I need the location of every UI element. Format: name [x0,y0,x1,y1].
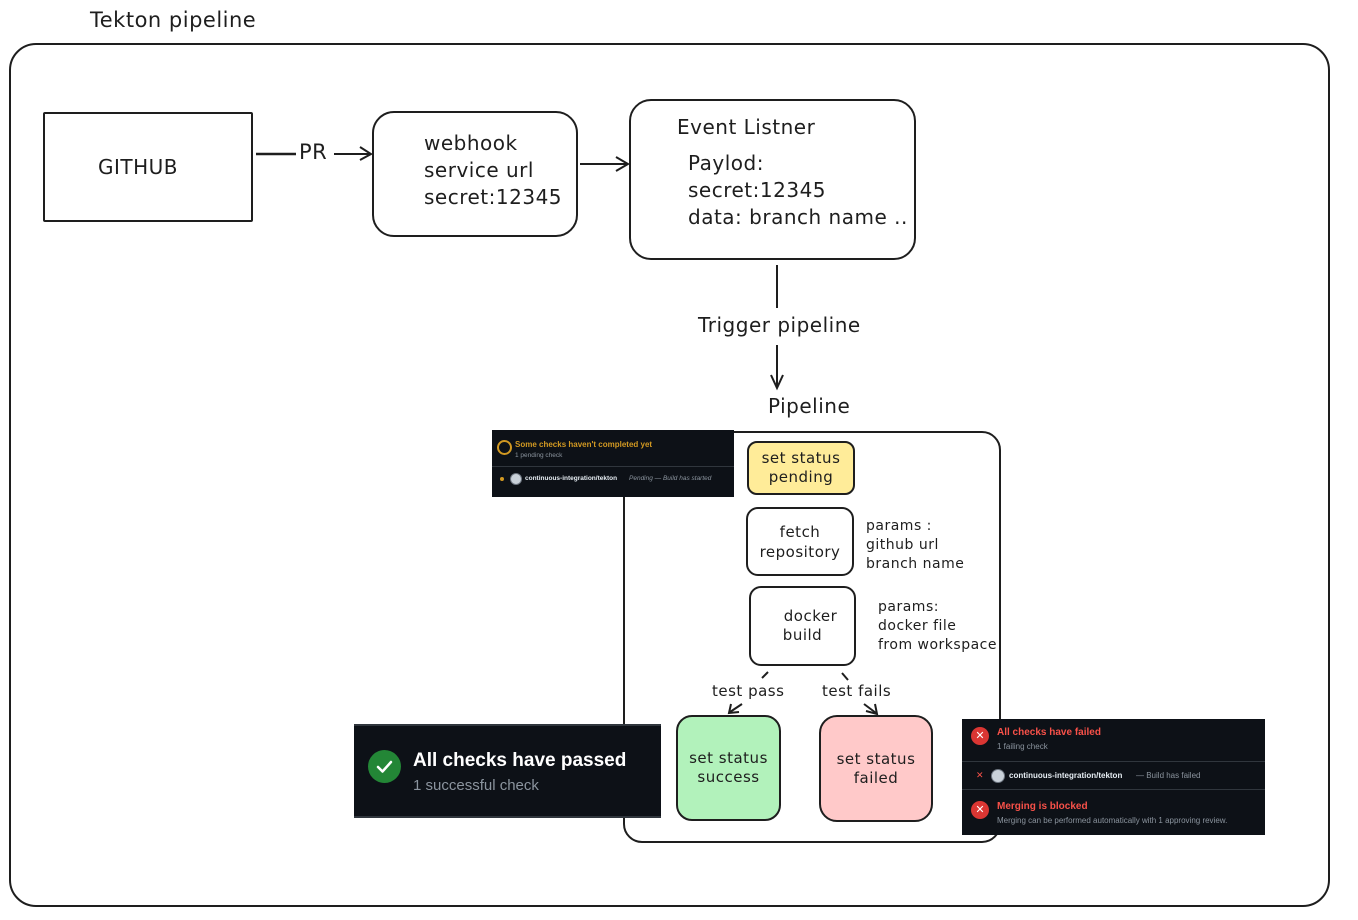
step-docker-build: docker build [749,586,856,666]
step-failed-line-1: set status [836,749,916,768]
pipeline-frame [623,431,1001,843]
gh-passed-subtitle: 1 successful check [413,777,539,794]
gh-failed-check-status: — Build has failed [1136,771,1201,780]
step-set-status-success: set status success [676,715,781,821]
step-docker-line-2: build [782,626,823,644]
webhook-box: webhook service url secret:12345 [372,111,578,237]
gh-pending-title: Some checks haven't completed yet [515,440,653,449]
check-failed-x-icon: ✕ [976,770,984,780]
gh-failed-divider-2 [962,789,1265,790]
blocked-x-icon: ✕ [971,801,989,819]
pending-ring-icon [497,440,512,455]
fetch-params-line-2: github url [866,537,939,553]
fetch-params-line-3: branch name [866,556,965,572]
avatar [510,473,522,485]
github-box: GITHUB [43,112,253,222]
event-listener-line-2: secret:12345 [688,178,827,202]
step-failed-line-2: failed [853,768,899,787]
gh-blocked-subtitle: Merging can be performed automatically w… [997,816,1228,825]
step-fetch-line-1: fetch [779,522,821,541]
gh-blocked-title: Merging is blocked [997,801,1088,812]
step-fetch-repository: fetch repository [746,507,854,576]
gh-pending-divider [492,466,734,467]
avatar [991,769,1005,783]
pending-dot-icon [500,477,504,481]
checkmark-icon [376,760,393,773]
step-success-line-2: success [697,768,760,786]
gh-pending-panel: Some checks haven't completed yet 1 pend… [492,430,734,497]
gh-passed-title: All checks have passed [413,750,627,771]
gh-failed-title: All checks have failed [997,727,1101,738]
outer-frame [9,43,1330,907]
diagram-title: Tekton pipeline [90,8,257,32]
docker-params-line-1: params: [878,599,939,615]
step-set-status-pending: set status pending [747,441,855,495]
step-pending-line-1: set status [761,449,841,467]
gh-failed-check-name[interactable]: continuous-integration/tekton [1009,771,1123,780]
fetch-params-line-1: params : [866,518,932,534]
event-listener-line-3: data: branch name .. [688,205,908,229]
docker-params: params: docker file from workspace [878,598,997,655]
testpass-success-arrow [729,703,743,713]
step-success-line-1: set status [689,749,768,767]
docker-testpass-line [761,671,769,679]
check-circle-icon [368,750,401,783]
event-listener-box: Event Listner Paylod: secret:12345 data:… [629,99,916,260]
github-label: GITHUB [97,155,178,179]
gh-failed-subtitle: 1 failing check [997,742,1048,751]
pipeline-label: Pipeline [768,394,851,418]
docker-params-line-3: from workspace [878,637,997,653]
trigger-pipeline-label: Trigger pipeline [698,313,861,337]
webhook-line-1: webhook [424,131,518,155]
gh-passed-panel: All checks have passed 1 successful chec… [354,724,661,818]
webhook-line-2: service url [424,158,534,182]
gh-pending-check-status: Pending — Build has started [629,475,712,482]
step-docker-line-1: docker [783,607,838,625]
gh-pending-check-name[interactable]: continuous-integration/tekton [525,475,618,482]
docker-testfail-line [841,672,849,681]
step-set-status-failed: set status failed [819,715,933,822]
failed-x-icon: ✕ [971,727,989,745]
gh-failed-divider-1 [962,761,1265,762]
event-listener-line-1: Paylod: [688,151,764,175]
test-pass-label: test pass [712,682,785,700]
docker-params-line-2: docker file [878,618,957,634]
testfail-failed-arrow [863,703,877,714]
fetch-params: params : github url branch name [866,517,964,574]
event-listener-title: Event Listner [677,115,816,139]
step-pending-line-2: pending [768,468,834,486]
pr-label: PR [299,140,328,164]
step-fetch-line-2: repository [759,542,841,561]
test-fails-label: test fails [822,682,892,700]
gh-failed-panel: ✕ All checks have failed 1 failing check… [962,719,1265,835]
webhook-line-3: secret:12345 [424,185,563,209]
gh-pending-subtitle: 1 pending check [515,452,563,459]
